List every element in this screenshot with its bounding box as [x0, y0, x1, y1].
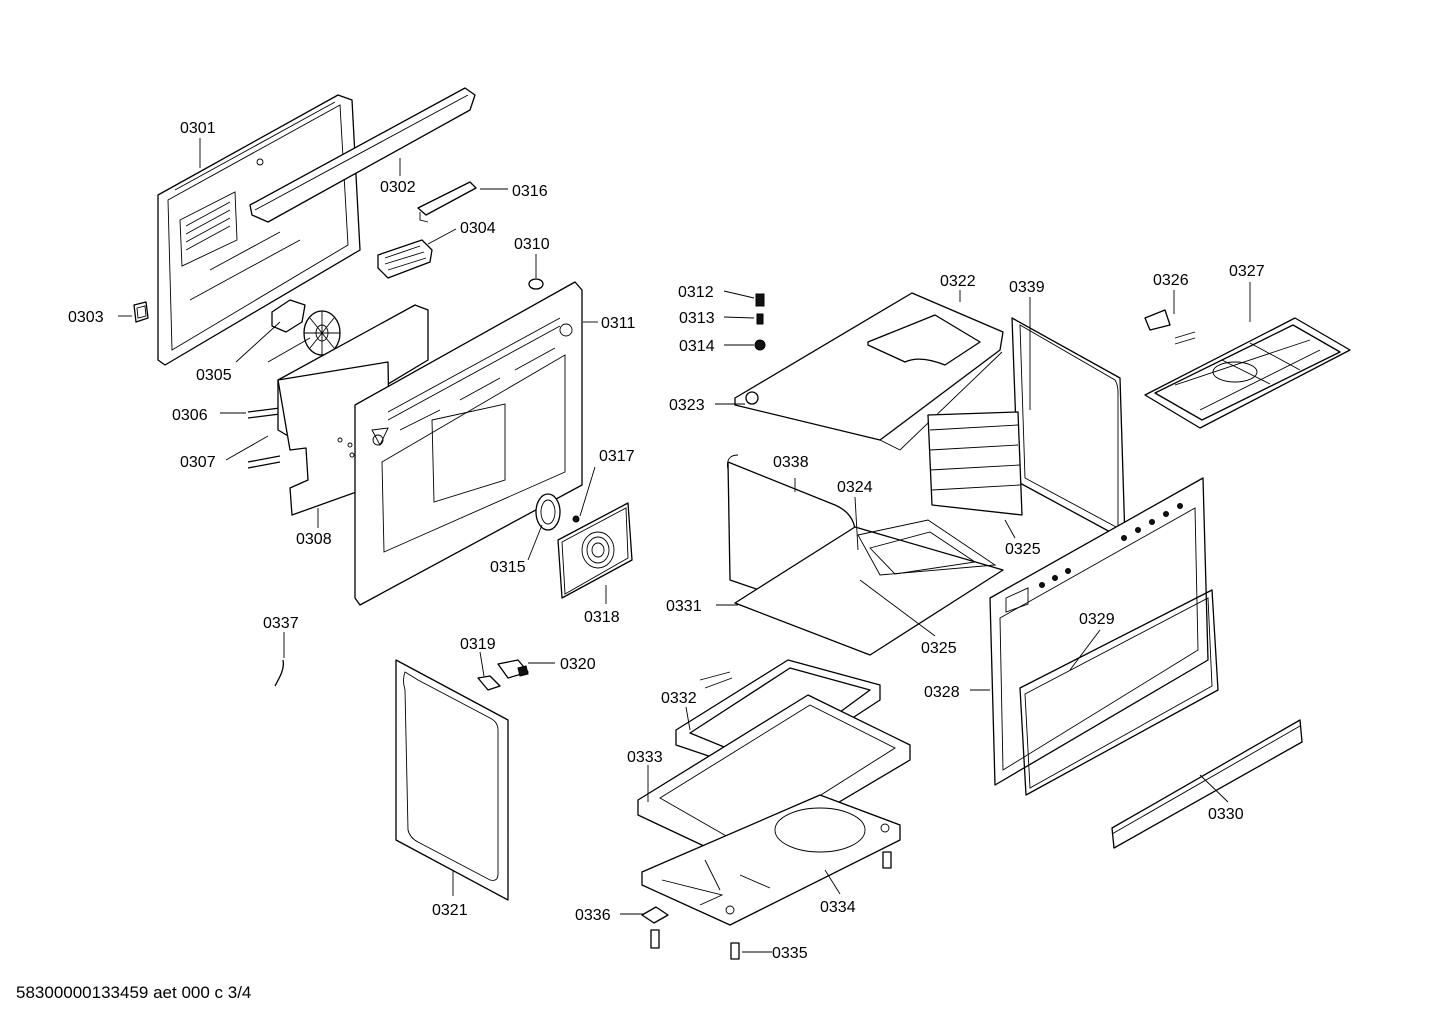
part-0320-hinge	[497, 659, 529, 679]
label-0301: 0301	[180, 120, 216, 137]
label-0317: 0317	[599, 448, 635, 465]
part-0331-bottom-tray	[734, 519, 1004, 656]
label-0313: 0313	[679, 310, 715, 327]
label-0312: 0312	[678, 284, 714, 301]
label-0324: 0324	[837, 479, 873, 496]
label-0308: 0308	[296, 531, 332, 548]
part-0321-door-panel	[395, 659, 509, 901]
part-0304-motor-cover	[377, 239, 433, 279]
label-0321: 0321	[432, 902, 468, 919]
label-0329: 0329	[1079, 611, 1115, 628]
part-0302-top-strip	[249, 87, 476, 223]
label-0306: 0306	[172, 407, 208, 424]
part-0306-rods	[247, 407, 281, 469]
part-0330-bottom-trim	[1111, 719, 1303, 849]
label-0327: 0327	[1229, 263, 1265, 280]
label-0320: 0320	[560, 656, 596, 673]
label-0307: 0307	[180, 454, 216, 471]
label-0318: 0318	[584, 609, 620, 626]
part-0315-fan-ring	[535, 493, 561, 531]
part-0316-bracket	[417, 181, 477, 223]
part-0319-clip	[477, 675, 501, 691]
part-0301-rear-panel	[157, 94, 361, 366]
part-0322-top-plate	[734, 292, 1004, 451]
label-0315: 0315	[490, 559, 526, 576]
label-0322: 0322	[940, 273, 976, 290]
part-0333-lower-tray	[637, 694, 911, 863]
label-0310: 0310	[514, 236, 550, 253]
leader-lines	[118, 138, 1251, 953]
part-0327-grill-element	[1144, 317, 1351, 429]
part-0311-front-frame	[354, 281, 583, 606]
label-0325-upper: 0325	[1005, 541, 1041, 558]
label-0337: 0337	[263, 615, 299, 632]
label-0319: 0319	[460, 636, 496, 653]
label-0316: 0316	[512, 183, 548, 200]
part-0317-screw	[572, 515, 580, 523]
label-0323: 0323	[669, 397, 705, 414]
part-0318-fan-cover	[557, 502, 633, 599]
part-0337-cable	[274, 659, 285, 687]
part-0326-connector	[1144, 309, 1196, 345]
label-0336: 0336	[575, 907, 611, 924]
label-0334: 0334	[820, 899, 856, 916]
part-0339-side-frame	[1011, 317, 1126, 541]
label-0304: 0304	[460, 220, 496, 237]
label-0328: 0328	[924, 684, 960, 701]
label-0330: 0330	[1208, 806, 1244, 823]
label-0331: 0331	[666, 598, 702, 615]
label-0305: 0305	[196, 367, 232, 384]
label-0335: 0335	[772, 945, 808, 962]
part-0334-base-plate	[641, 794, 901, 926]
part-0312-0314-screws	[754, 293, 766, 351]
label-0311: 0311	[601, 315, 636, 332]
label-0314: 0314	[679, 338, 715, 355]
label-0325-lower: 0325	[921, 640, 957, 657]
label-0303: 0303	[68, 309, 104, 326]
part-0329-glass	[1019, 589, 1219, 796]
label-0333: 0333	[627, 749, 663, 766]
part-0303-clip	[133, 301, 149, 323]
part-labels: 0301 0302 0316 0303 0304 0310 0311 0305 …	[68, 120, 1265, 962]
label-0326: 0326	[1153, 272, 1189, 289]
part-0310-ring	[528, 278, 544, 290]
part-0305-fan	[271, 299, 341, 356]
part-0336-foot	[641, 906, 669, 949]
label-0302: 0302	[380, 179, 416, 196]
part-0325-rack-side	[927, 411, 1023, 516]
part-0335-foot	[730, 851, 892, 960]
label-0339: 0339	[1009, 279, 1045, 296]
label-0338: 0338	[773, 454, 809, 471]
label-0332: 0332	[661, 690, 697, 707]
document-footer-code: 58300000133459 aet 000 c 3/4	[16, 983, 251, 1002]
